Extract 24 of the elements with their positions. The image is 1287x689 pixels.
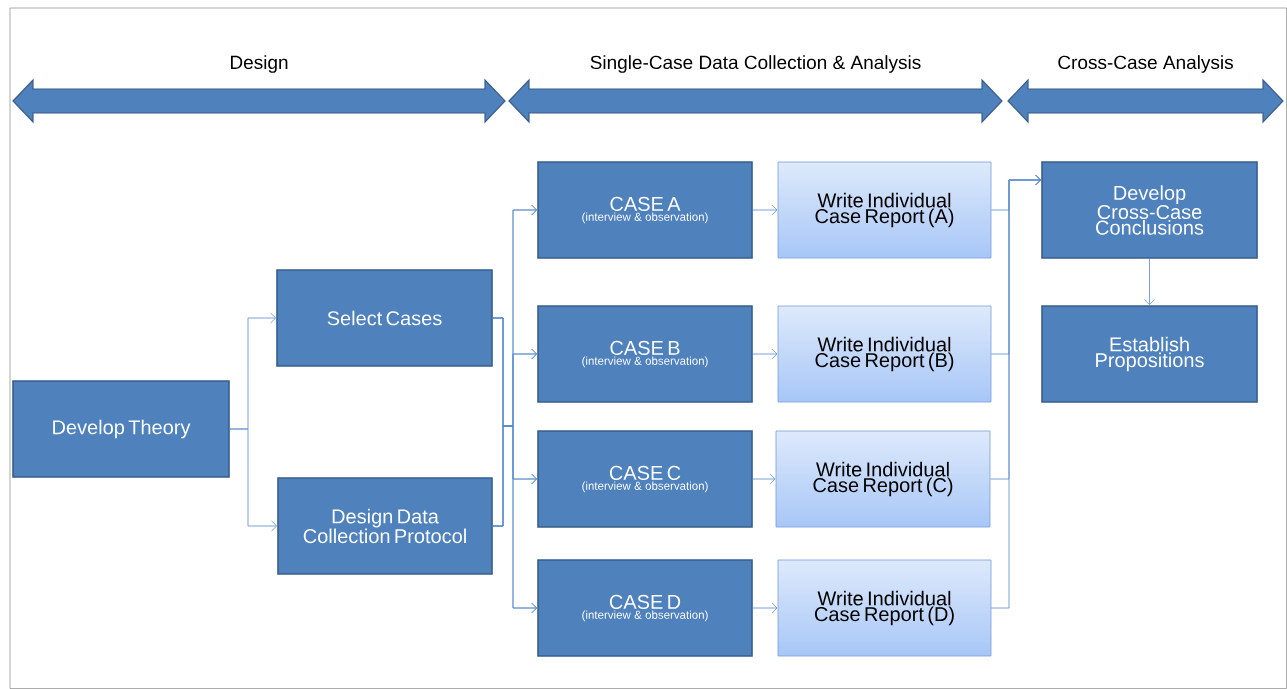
arrow — [752, 204, 778, 216]
report-box: Write Individual Case Report (D) — [777, 559, 992, 657]
report-box: Write Individual Case Report (C) — [775, 430, 991, 528]
arrow — [1144, 258, 1155, 306]
arrow — [752, 473, 776, 485]
report-box: Write Individual Case Report (A) — [777, 161, 992, 259]
arrow — [492, 425, 538, 614]
process-box: CASE C (interview & observation) — [537, 430, 753, 528]
phase-title: Cross-Case Analysis — [1058, 55, 1233, 73]
arrow — [752, 602, 778, 614]
process-box: Develop Cross-Case Conclusions — [1041, 161, 1258, 259]
process-box: Design Data Collection Protocol — [277, 477, 493, 575]
process-box: CASE B (interview & observation) — [537, 305, 753, 403]
process-box: Develop Theory — [12, 380, 230, 478]
process-box: Establish Propositions — [1041, 305, 1258, 403]
arrow — [229, 428, 278, 532]
report-box: Write Individual Case Report (B) — [777, 305, 992, 403]
process-box: CASE A (interview & observation) — [537, 161, 753, 259]
phase-title: Single-Case Data Collection & Analysis — [590, 55, 921, 73]
arrow — [991, 174, 1042, 609]
arrow — [752, 348, 778, 360]
process-box: Select Cases — [276, 269, 493, 367]
phase-title: Design — [231, 55, 288, 73]
process-box: CASE D (interview & observation) — [537, 559, 753, 657]
